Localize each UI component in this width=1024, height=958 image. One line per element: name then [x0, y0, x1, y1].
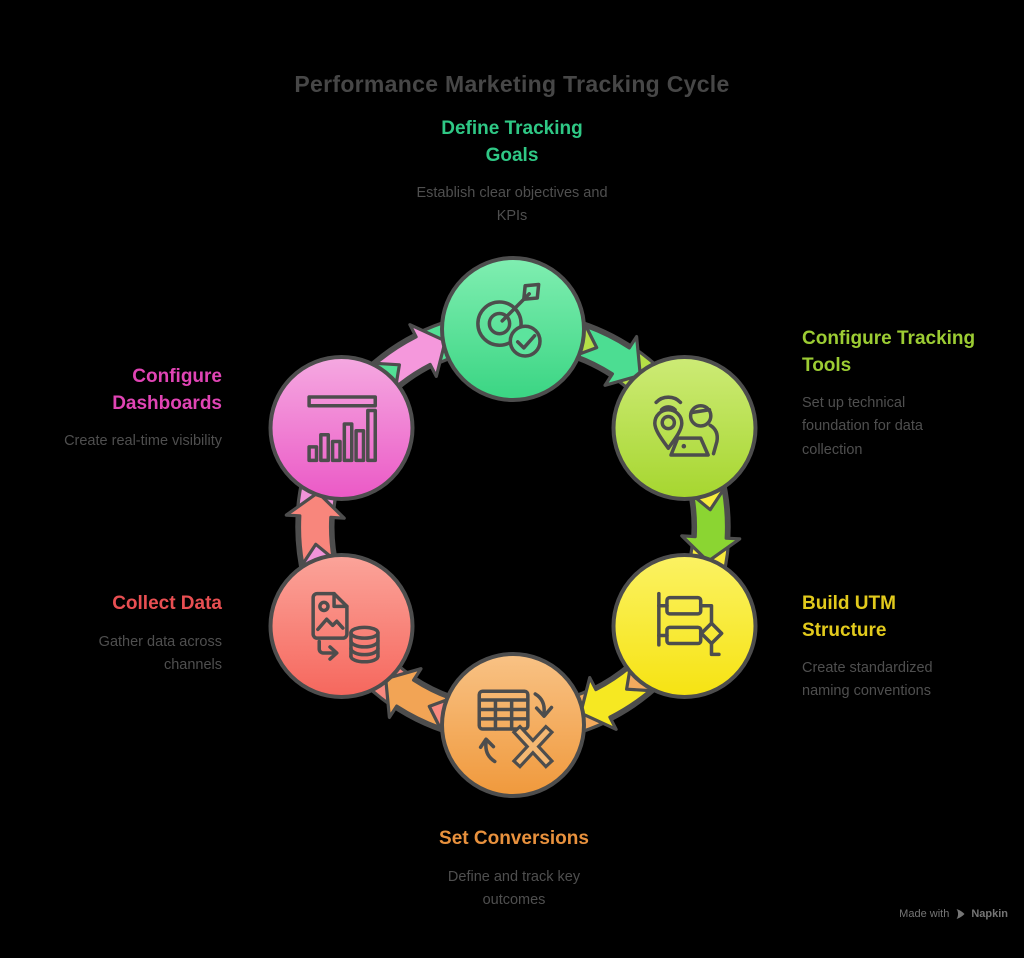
node-label: Configure Dashboards	[112, 366, 222, 414]
data-collection-icon	[311, 591, 380, 664]
node-text-define-tracking-goals: Define Tracking Goals Establish clear ob…	[342, 116, 682, 229]
node-text-collect-data: Collect Data Gather data across channels	[30, 591, 222, 677]
cycle-node-circle-configure-dashboards	[268, 355, 415, 501]
node-text-configure-tracking-tools: Configure Tracking Tools Set up technica…	[802, 326, 1007, 462]
table-export-icon	[477, 689, 555, 769]
node-description: Define and track key outcomes	[447, 868, 581, 908]
node-label: Configure Tracking Tools	[802, 328, 976, 376]
watermark: Made with Napkin	[899, 908, 1008, 920]
node-description: Gather data across channels	[98, 633, 222, 673]
flowchart-icon	[657, 591, 724, 657]
diagram-title: Performance Marketing Tracking Cycle	[294, 71, 730, 98]
target-check-icon	[476, 282, 542, 358]
node-description: Establish clear objectives and KPIs	[416, 185, 608, 225]
cycle-node-circle-define-tracking-goals	[440, 256, 586, 402]
watermark-brand: Napkin	[971, 908, 1008, 920]
node-description: Create real-time visibility	[64, 433, 222, 450]
bar-chart-icon	[307, 395, 378, 463]
cycle-node-circle-configure-tracking-tools	[611, 355, 758, 501]
napkin-pen-icon	[956, 909, 965, 919]
node-description: Set up technical foundation for data col…	[802, 395, 923, 458]
location-tracking-icon	[653, 395, 719, 457]
node-text-build-utm-structure: Build UTM Structure Create standardized …	[802, 591, 1002, 704]
node-description: Create standardized naming conventions	[802, 660, 933, 700]
node-text-set-conversions: Set Conversions Define and track key out…	[384, 826, 644, 912]
node-label: Define Tracking Goals	[441, 118, 583, 166]
node-label: Collect Data	[112, 593, 222, 614]
node-label: Set Conversions	[439, 828, 589, 849]
node-text-configure-dashboards: Configure Dashboards Create real-time vi…	[30, 364, 222, 453]
node-label: Build UTM Structure	[802, 593, 896, 641]
watermark-made-with: Made with	[899, 908, 950, 920]
